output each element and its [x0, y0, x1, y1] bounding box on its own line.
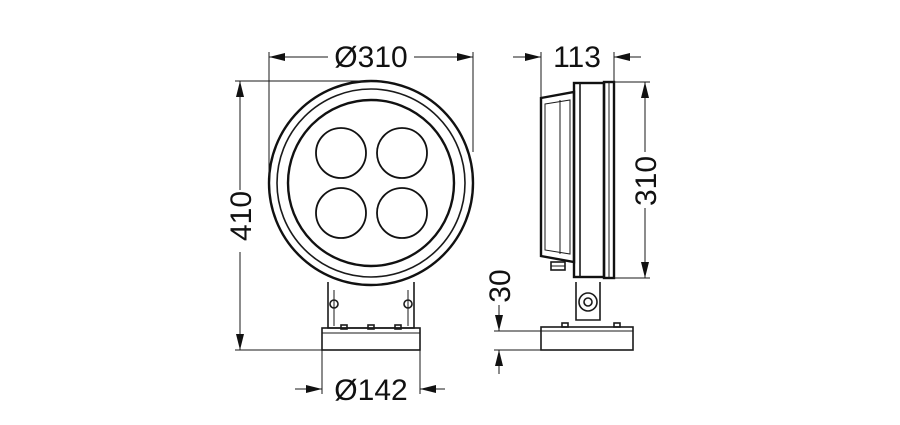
side-housing [572, 81, 606, 279]
label-front-diameter: Ø310 [334, 41, 407, 74]
dimension-side-depth: 113 [513, 41, 641, 98]
label-base-thickness: 30 [484, 269, 517, 302]
front-view [267, 79, 475, 351]
dimension-base-diameter: Ø142 [295, 350, 445, 407]
dimension-front-diameter: Ø310 [268, 38, 474, 178]
label-front-height: 410 [225, 191, 258, 241]
side-view [539, 80, 634, 351]
label-base-diameter: Ø142 [334, 374, 407, 407]
led-lens-top-right [376, 127, 428, 179]
side-base-plate [540, 326, 634, 351]
dimension-front-height: 410 [224, 80, 371, 351]
led-lens-bottom-left [315, 187, 367, 239]
label-side-height: 310 [630, 156, 663, 206]
dimension-side-height: 310 [614, 81, 663, 279]
side-rear-body [539, 90, 576, 264]
front-inner-ring [276, 88, 466, 278]
front-bracket [327, 282, 415, 329]
dimension-base-thickness: 30 [484, 269, 541, 374]
side-tilt-bracket [575, 282, 601, 321]
led-lens-top-left [315, 127, 367, 179]
front-base-plate [321, 327, 421, 351]
front-outer-ring [267, 79, 475, 287]
front-lens-plate [286, 98, 456, 268]
led-lens-bottom-right [376, 187, 428, 239]
label-side-depth: 113 [553, 41, 601, 74]
